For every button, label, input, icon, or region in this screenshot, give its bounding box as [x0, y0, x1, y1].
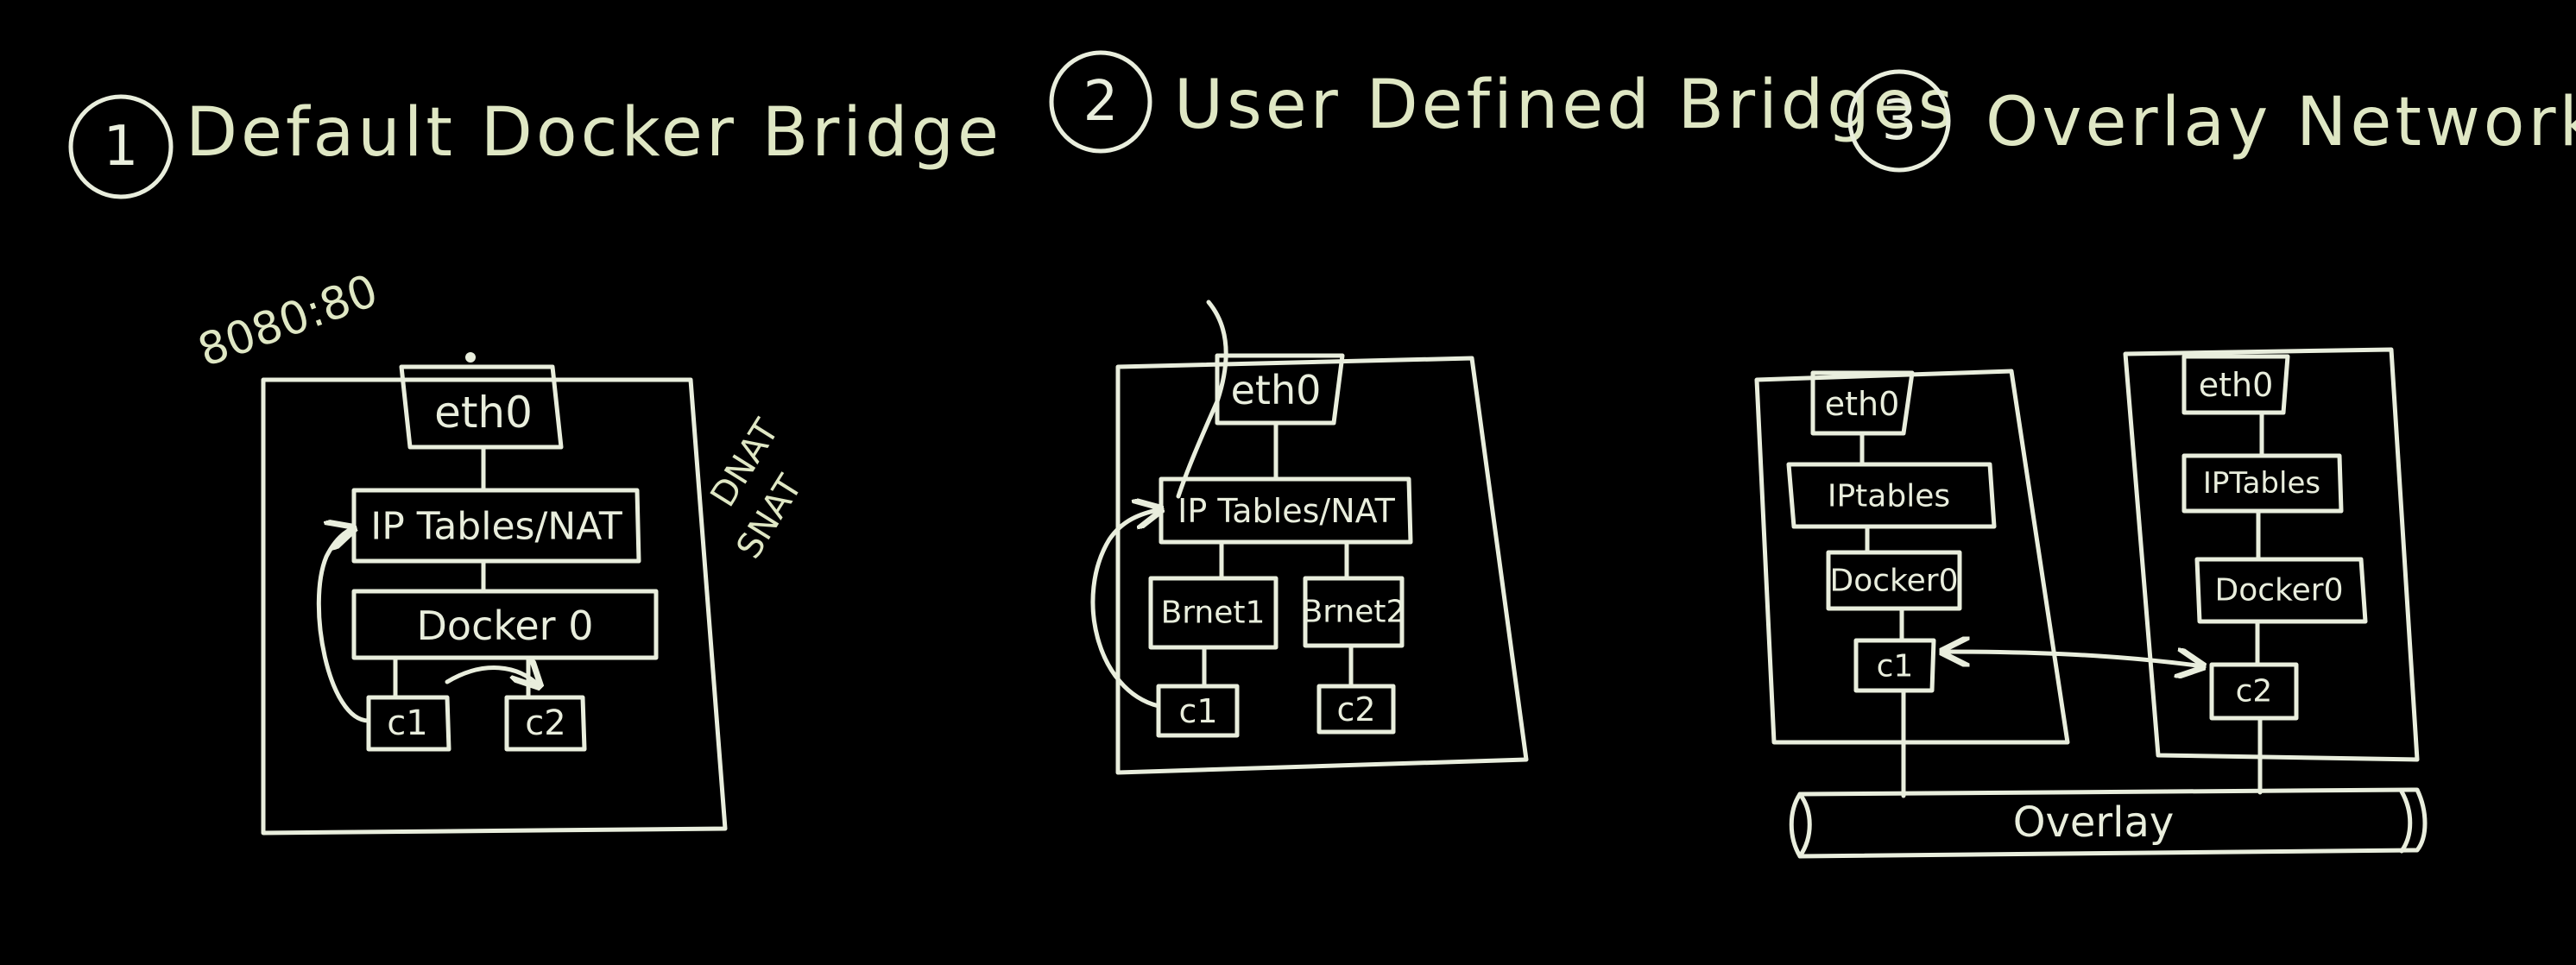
c1-to-c2-arrow: [445, 668, 540, 686]
c2-label: c2: [525, 703, 565, 743]
section-3-heading: 3 Overlay Network: [1847, 69, 2576, 173]
host2-eth0-box: [2181, 354, 2290, 415]
diagram-user-defined-bridges: eth0 IP Tables/NAT Brnet1 Brnet2 c1 c2: [1090, 300, 1529, 775]
host-box: [261, 377, 728, 836]
c1-to-iptables-arrow: [1090, 509, 1161, 709]
host2-c2-box: [2209, 662, 2299, 721]
diagram-overlay-network: eth0 IPtables Docker0 c1 eth0 IPTables D…: [1754, 347, 2428, 859]
host2-iptables-label: IPTables: [2203, 466, 2320, 501]
eth0-box: [1215, 353, 1345, 426]
host2-docker0-label: Docker0: [2215, 573, 2344, 609]
section-1-number: 1: [104, 115, 139, 179]
section-1-heading: 1 Default Docker Bridge: [68, 94, 1002, 199]
host2-iptables-box: [2181, 453, 2344, 514]
c2-label: c2: [1336, 691, 1375, 728]
section-3-number: 3: [1882, 89, 1917, 153]
host2-box: [2123, 347, 2420, 762]
host1-c1-box: [1853, 638, 1936, 693]
c2-box: [1316, 684, 1396, 735]
host1-iptables-box: [1786, 462, 1997, 529]
docker0-box: [351, 589, 659, 660]
c1-label: c1: [387, 703, 427, 743]
brnet1-label: Brnet1: [1161, 596, 1266, 631]
host1-eth0-box: [1810, 370, 1915, 436]
c1-box: [366, 695, 451, 752]
c1-label: c1: [1178, 692, 1217, 730]
section-2-title: User Defined Bridges: [1174, 66, 1956, 144]
section-1-number-circle: [68, 94, 174, 199]
diagram-default-bridge: 8080:80 eth0 IP Tables/NAT Docker 0 c1 c…: [192, 265, 811, 836]
port-mapping-label: 8080:80: [192, 265, 385, 377]
section-2-heading: 2 User Defined Bridges: [1049, 50, 1956, 154]
c2-box: [504, 695, 587, 752]
overlay-pipe-left-cap: [1797, 792, 1812, 859]
section-2-number-circle: [1049, 50, 1152, 154]
brnet2-label: Brnet2: [1302, 595, 1406, 630]
section-3-number-circle: [1847, 69, 1951, 173]
host1-docker0-box: [1826, 550, 1962, 611]
host1-c1-label: c1: [1877, 649, 1914, 684]
overlay-pipe-right-cap: [2399, 789, 2413, 854]
c1-to-iptables-arrow: [316, 528, 371, 723]
c1-box: [1156, 684, 1240, 738]
docker0-label: Docker 0: [417, 602, 594, 649]
host2-c2-label: c2: [2236, 674, 2273, 710]
c1-c2-overlay-arrow: [1942, 652, 2203, 666]
host2-eth0-label: eth0: [2199, 366, 2274, 404]
host-box: [1115, 356, 1529, 775]
eth0-label: eth0: [434, 388, 533, 438]
overlay-label: Overlay: [2013, 798, 2175, 847]
section-2-number: 2: [1083, 70, 1119, 134]
eth0-box: [399, 364, 564, 450]
section-1-title: Default Docker Bridge: [186, 94, 1002, 172]
iptables-label: IP Tables/NAT: [370, 505, 622, 549]
host2-docker0-box: [2194, 557, 2368, 624]
section-3-title: Overlay Network: [1986, 84, 2576, 161]
eth0-label: eth0: [1231, 367, 1322, 413]
host1-docker0-label: Docker0: [1830, 564, 1959, 599]
overlay-pipe: [1789, 787, 2428, 859]
host-dot: [465, 352, 476, 363]
brnet2-box: [1303, 576, 1405, 648]
host1-eth0-label: eth0: [1825, 385, 1900, 423]
iptables-label: IP Tables/NAT: [1178, 492, 1396, 530]
host1-box: [1754, 369, 2070, 745]
brnet1-box: [1148, 576, 1279, 650]
host1-iptables-label: IPtables: [1828, 479, 1950, 514]
